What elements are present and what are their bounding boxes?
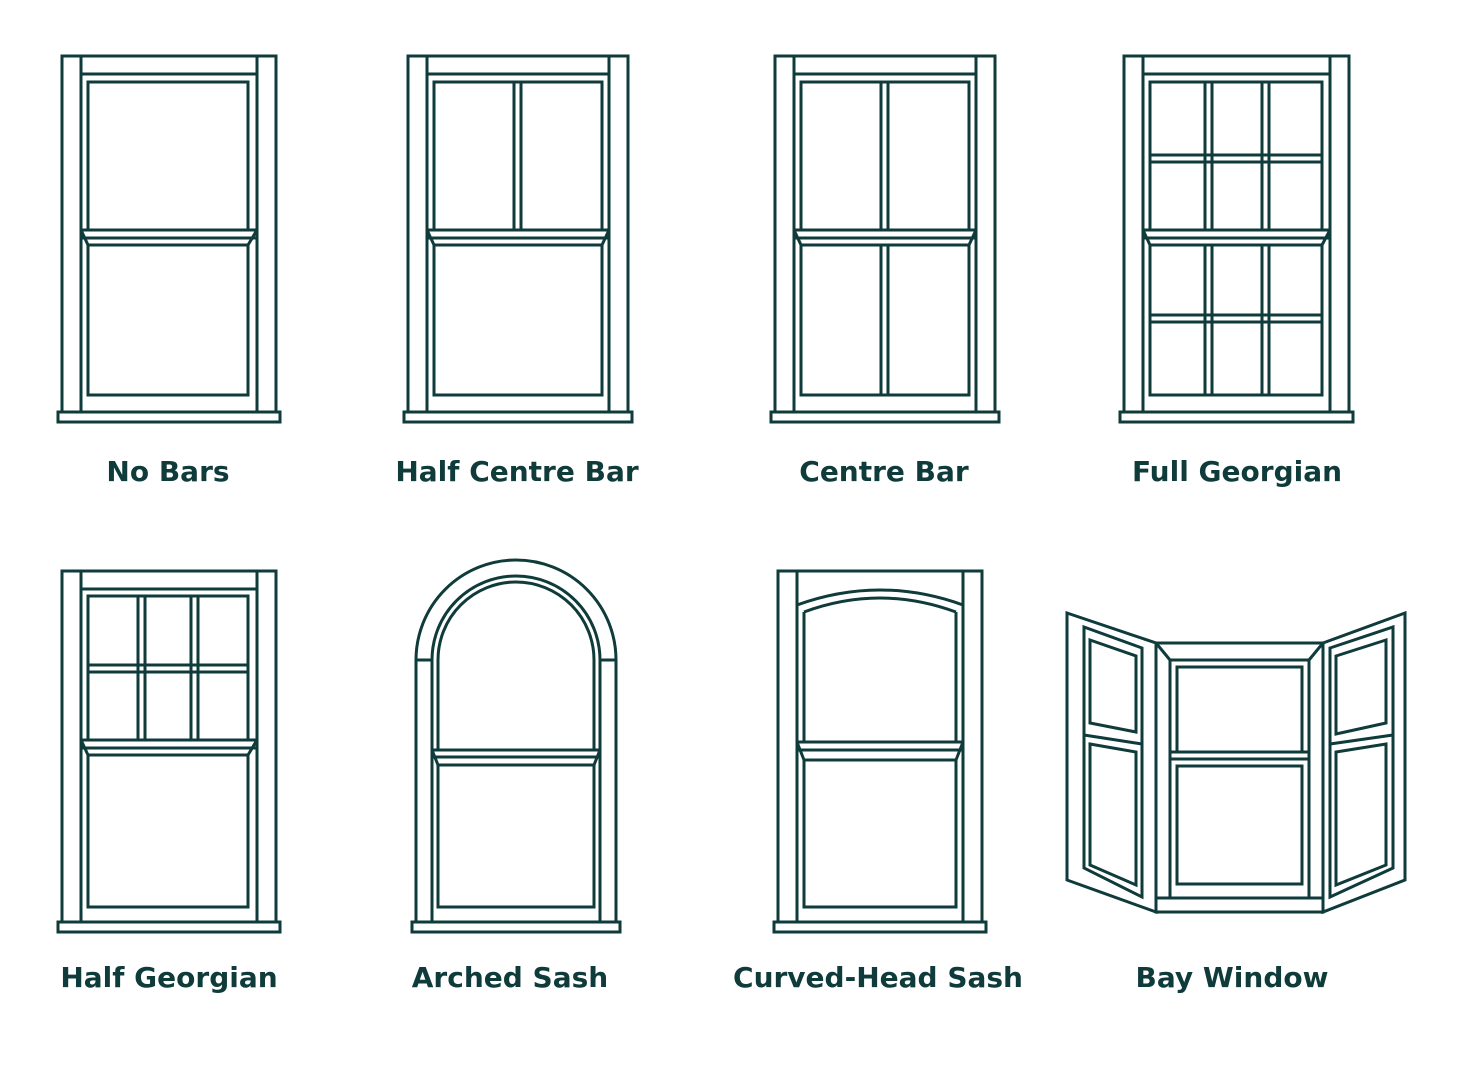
half-centre-bar-window-icon [402, 54, 634, 424]
style-label-arched-sash: Arched Sash [411, 961, 609, 994]
no-bars-window-icon [56, 54, 282, 424]
style-label-bay-window: Bay Window [1135, 961, 1329, 994]
style-label-full-georgian: Full Georgian [1131, 455, 1343, 488]
arched-sash-window-icon [410, 558, 622, 934]
style-label-no-bars: No Bars [106, 455, 230, 488]
style-label-curved-head-sash: Curved-Head Sash [733, 961, 1023, 994]
style-label-half-centre-bar: Half Centre Bar [395, 455, 639, 488]
style-label-half-georgian: Half Georgian [60, 961, 278, 994]
centre-bar-window-icon [769, 54, 1001, 424]
bay-window-icon [1065, 610, 1407, 915]
full-georgian-window-icon [1118, 54, 1355, 424]
curved-head-sash-window-icon [772, 569, 988, 934]
style-label-centre-bar: Centre Bar [799, 455, 969, 488]
half-georgian-window-icon [56, 569, 282, 934]
